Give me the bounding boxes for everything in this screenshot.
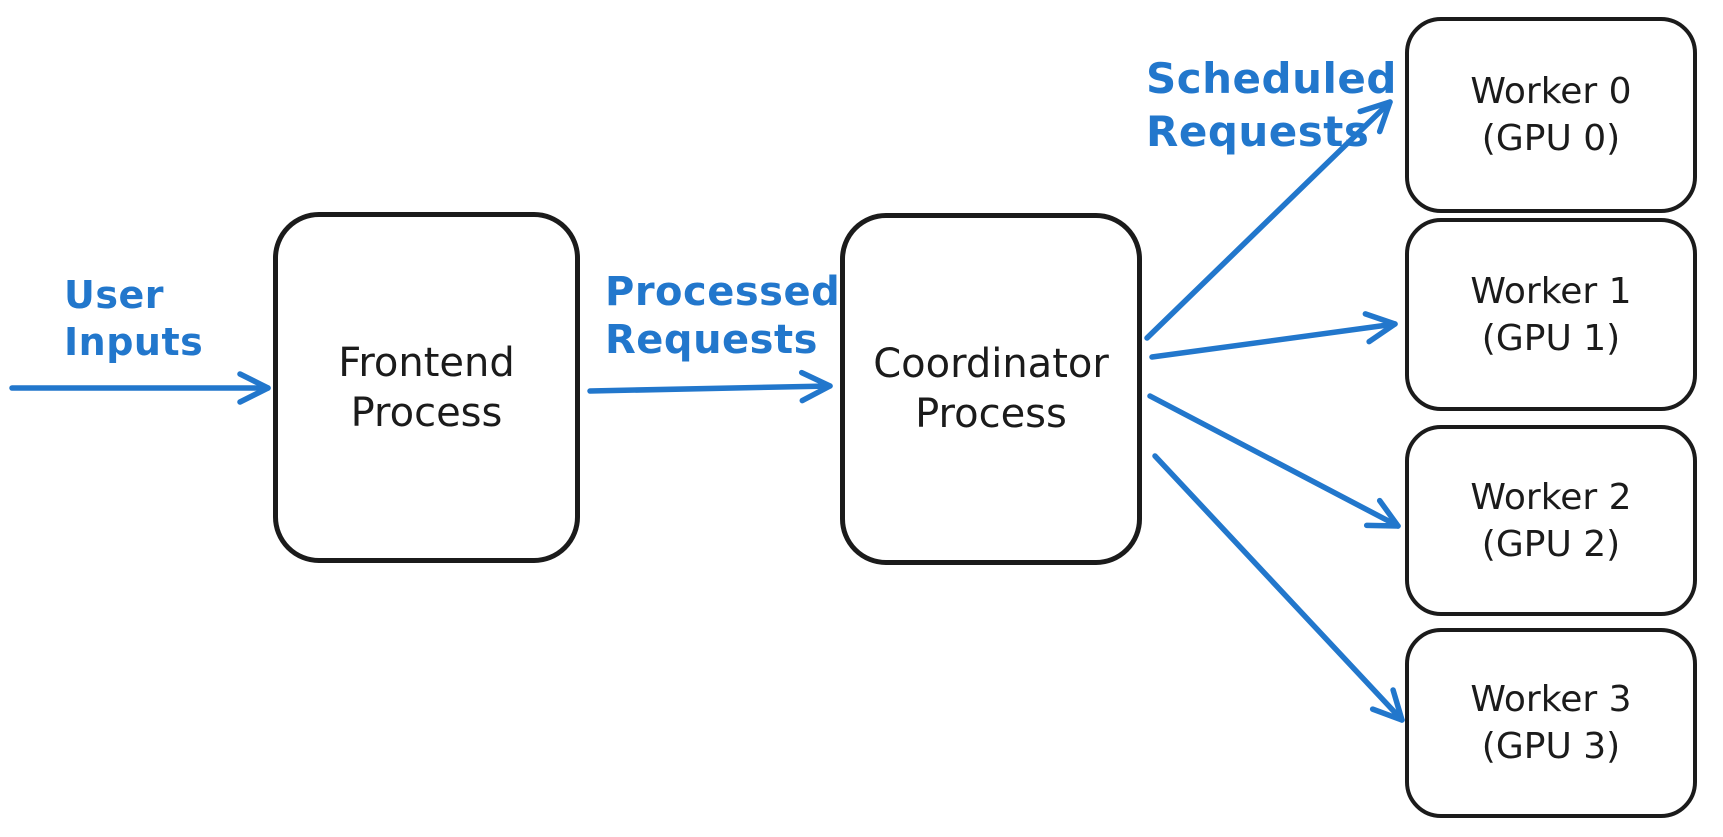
edge-label-scheduled-requests-line1: Scheduled: [1146, 54, 1397, 103]
node-worker2-label-line2: (GPU 2): [1481, 523, 1621, 565]
node-frontend-label-line1: Frontend: [338, 339, 515, 386]
node-worker3-label-line1: Worker 3: [1470, 679, 1632, 720]
node-frontend-label-line2: Process: [350, 389, 503, 436]
node-worker1-label-line1: Worker 1: [1470, 270, 1632, 312]
node-worker0-label-line1: Worker 0: [1470, 71, 1632, 112]
edge-label-processed-requests: Processed Requests: [605, 268, 840, 364]
edge-label-user-inputs: User Inputs: [64, 272, 203, 366]
node-worker1-label-line2: (GPU 1): [1481, 317, 1621, 359]
arrow-scheduled-worker3: [1152, 453, 1405, 723]
edge-label-user-inputs-line2: Inputs: [64, 320, 204, 364]
edge-label-user-inputs-line1: User: [64, 273, 164, 317]
node-coordinator-label-line1: Coordinator: [873, 341, 1109, 387]
edge-label-processed-requests-line1: Processed: [605, 269, 841, 315]
node-frontend-process: Frontend Process: [273, 212, 580, 563]
edge-label-processed-requests-line2: Requests: [605, 317, 818, 363]
node-worker3-label-line2: (GPU 3): [1481, 726, 1621, 767]
node-coordinator-label-line2: Process: [915, 391, 1067, 437]
node-worker-0: Worker 0 (GPU 0): [1405, 17, 1697, 213]
edge-label-scheduled-requests-line2: Requests: [1146, 107, 1370, 156]
node-worker-2: Worker 2 (GPU 2): [1405, 425, 1697, 616]
arrow-processed-requests: [587, 369, 833, 404]
node-worker2-label-line1: Worker 2: [1470, 476, 1632, 518]
node-coordinator-process: Coordinator Process: [840, 213, 1142, 565]
edge-label-scheduled-requests: Scheduled Requests: [1146, 52, 1397, 158]
arrow-scheduled-worker2: [1147, 393, 1401, 529]
node-worker-3: Worker 3 (GPU 3): [1405, 628, 1697, 818]
arrow-scheduled-worker1: [1149, 311, 1398, 360]
node-worker0-label-line2: (GPU 0): [1481, 118, 1621, 159]
node-worker-1: Worker 1 (GPU 1): [1405, 218, 1697, 411]
